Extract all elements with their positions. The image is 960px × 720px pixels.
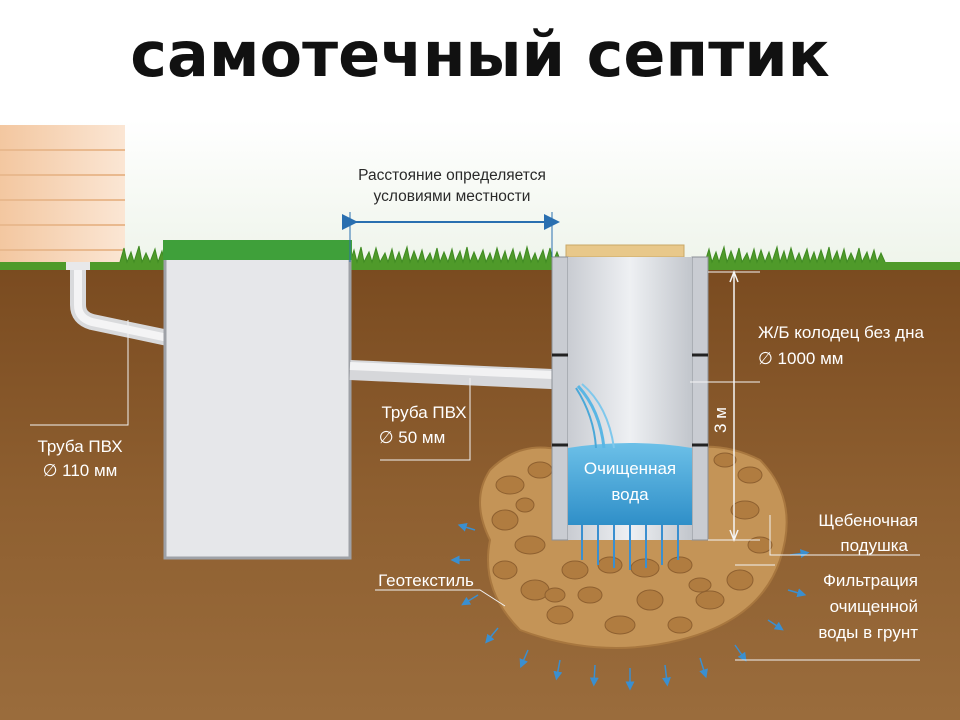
well-label-line1: Ж/Б колодец без дна <box>758 323 924 342</box>
well-label-line2: ∅ 1000 мм <box>758 349 843 368</box>
distance-dimension <box>342 212 560 262</box>
filtration-label-line1: Фильтрация <box>823 571 918 590</box>
filtration-label-line3: воды в грунт <box>818 623 918 642</box>
pipe50-label-line2: ∅ 50 мм <box>379 428 446 447</box>
pipe110-label-line2: ∅ 110 мм <box>43 461 118 480</box>
distance-label-line2: условиями местности <box>374 188 531 205</box>
pipe50-label-line1: Труба ПВХ <box>381 403 466 422</box>
filtration-label-line2: очищенной <box>830 597 918 616</box>
page-title: самотечный септик <box>130 18 830 91</box>
water-label-line1: Очищенная <box>584 459 676 478</box>
geotextile-label: Геотекстиль <box>378 571 474 590</box>
depth-label: 3 м <box>711 407 730 433</box>
sky-background <box>0 120 960 270</box>
water-label-line2: вода <box>611 485 649 504</box>
distance-label-line1: Расстояние определяется <box>358 167 546 184</box>
gravel-label-line2: подушка <box>840 536 908 555</box>
grass <box>0 245 960 270</box>
pipe-110mm <box>66 262 170 346</box>
filtration-arrows <box>450 523 810 691</box>
leader-lines <box>30 320 920 661</box>
depth-dimension: 3 м <box>690 269 760 543</box>
pipe110-label-line1: Труба ПВХ <box>37 437 122 456</box>
cleaned-water <box>568 383 692 570</box>
gravel-label-line1: Щебеночная <box>818 511 918 530</box>
septic-tank <box>163 240 352 560</box>
house-wall <box>0 125 125 270</box>
